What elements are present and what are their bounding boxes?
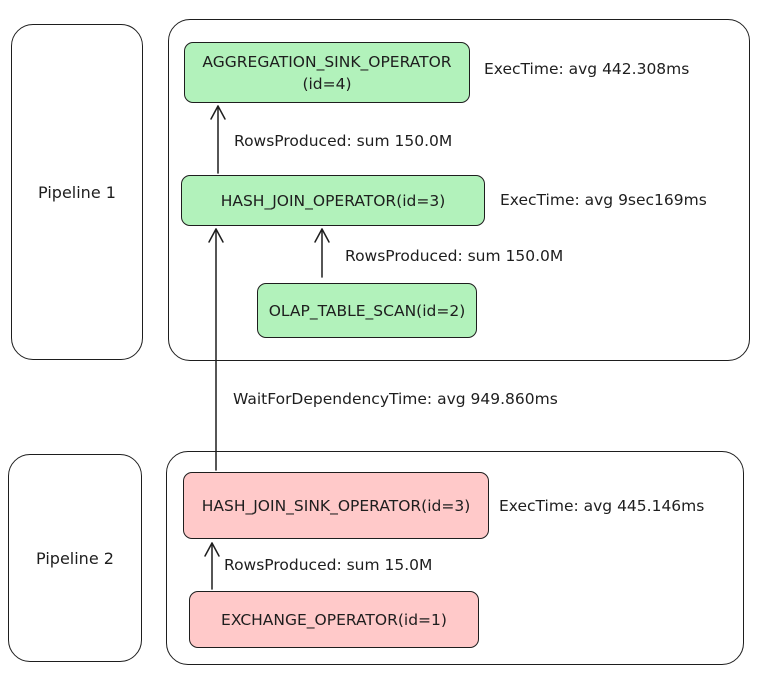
aggregation-sink-operator: AGGREGATION_SINK_OPERATOR (id=4) bbox=[184, 42, 470, 103]
pipeline-1-label: Pipeline 1 bbox=[38, 182, 116, 202]
arrow-scan-to-join-head bbox=[314, 228, 330, 243]
agg-exec-time: ExecTime: avg 442.308ms bbox=[484, 60, 690, 78]
wait-for-dependency-time: WaitForDependencyTime: avg 949.860ms bbox=[233, 390, 558, 408]
aggregation-sink-operator-line2: (id=4) bbox=[302, 74, 352, 93]
arrow-sink-to-join-head bbox=[208, 228, 224, 243]
olap-table-scan-operator-label: OLAP_TABLE_SCAN(id=2) bbox=[268, 301, 466, 320]
aggregation-sink-operator-line1: AGGREGATION_SINK_OPERATOR bbox=[202, 52, 452, 71]
sink-exec-time: ExecTime: avg 445.146ms bbox=[499, 497, 705, 515]
join-exec-time: ExecTime: avg 9sec169ms bbox=[500, 191, 707, 209]
olap-table-scan-operator: OLAP_TABLE_SCAN(id=2) bbox=[257, 283, 477, 338]
arrow-exchange-to-sink-head bbox=[204, 542, 220, 557]
arrow-join-to-agg-head bbox=[210, 105, 226, 120]
pipeline-2-label-box: Pipeline 2 bbox=[8, 454, 142, 662]
exchange-operator-label: EXCHANGE_OPERATOR(id=1) bbox=[221, 610, 447, 629]
pipeline-1-label-box: Pipeline 1 bbox=[11, 24, 143, 360]
rows-join-to-agg: RowsProduced: sum 150.0M bbox=[234, 132, 453, 150]
hash-join-operator-label: HASH_JOIN_OPERATOR(id=3) bbox=[220, 191, 446, 210]
rows-scan-to-join: RowsProduced: sum 150.0M bbox=[345, 247, 564, 265]
exchange-operator: EXCHANGE_OPERATOR(id=1) bbox=[189, 591, 479, 648]
hash-join-sink-operator: HASH_JOIN_SINK_OPERATOR(id=3) bbox=[183, 472, 489, 539]
rows-exchange-to-sink: RowsProduced: sum 15.0M bbox=[224, 556, 433, 574]
pipeline-2-label: Pipeline 2 bbox=[36, 548, 114, 568]
hash-join-sink-operator-label: HASH_JOIN_SINK_OPERATOR(id=3) bbox=[201, 496, 471, 515]
hash-join-operator: HASH_JOIN_OPERATOR(id=3) bbox=[181, 175, 485, 226]
